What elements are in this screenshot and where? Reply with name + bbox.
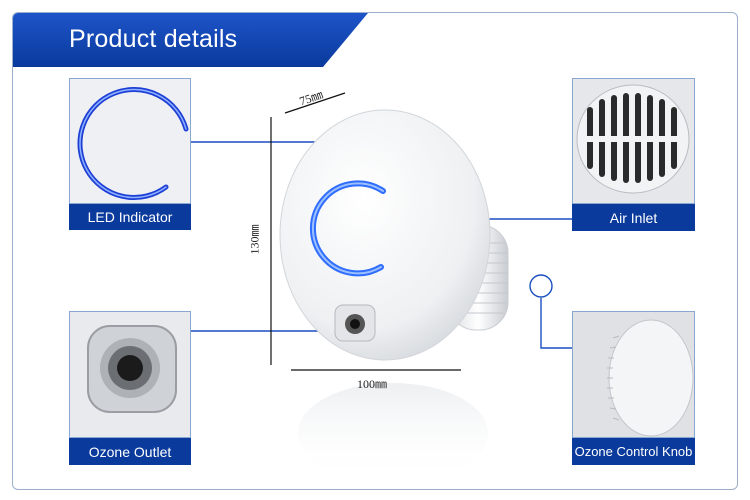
ozone-control-knob-label: Ozone Control Knob [572, 438, 695, 465]
outlet-nozzle-icon [69, 311, 191, 438]
ozone-outlet-label: Ozone Outlet [69, 438, 191, 465]
height-dimension: 130㎜ [247, 224, 262, 255]
knob-icon [572, 311, 695, 438]
panel-air-inlet: Air Inlet [572, 78, 695, 231]
panel-ozone-outlet: Ozone Outlet [69, 311, 191, 465]
air-inlet-label: Air Inlet [572, 204, 695, 231]
width-dimension: 100㎜ [357, 377, 388, 391]
title-banner: Product details [13, 13, 383, 67]
panel-led-indicator: LED Indicator [69, 78, 191, 230]
banner-shape [13, 13, 368, 67]
page-title: Product details [69, 25, 238, 53]
led-indicator-label: LED Indicator [69, 204, 191, 230]
panel-ozone-control-knob: Ozone Control Knob [572, 311, 695, 465]
grille-icon [572, 78, 695, 204]
product-details-frame: Product details [12, 12, 738, 490]
ozone-generator-device [279, 109, 509, 483]
led-ring-icon [69, 78, 191, 204]
